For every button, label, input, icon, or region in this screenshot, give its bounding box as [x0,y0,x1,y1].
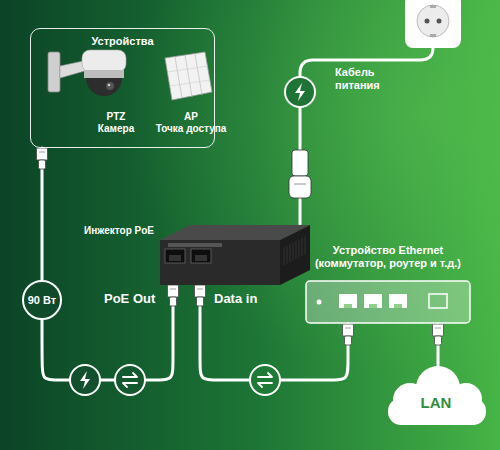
injector-body [160,225,310,285]
rj45-plug [343,324,354,345]
ethernet-device: Устройство Ethernet (коммутатор, роутер … [299,244,477,324]
node-text: Точка доступа [156,123,227,135]
access-point-caption: APТочка доступа [156,111,227,135]
power-plug [289,150,311,198]
ptz-camera [48,50,126,96]
cable-label: Кабель питания [335,66,397,92]
rj45-plug [37,148,48,169]
camera-caption: PTZКамера [98,111,134,135]
power-outlet [405,0,461,48]
ethernet-switch-body [305,280,471,324]
rj45-plug [168,285,179,306]
node-title: Инжектор PoE [84,225,154,236]
access-point-antenna [165,52,212,100]
ethernet-cable [42,148,173,380]
power-symbol [70,365,100,395]
rj45-plug [195,285,206,306]
port-label: Data in [214,292,257,305]
device-group: УстройстваPTZКамераAPТочка доступа [30,28,215,148]
node-title: Устройство Ethernet (коммутатор, роутер … [299,244,477,270]
poe-injector: Инжектор PoE [160,225,310,285]
port-label: PoE Out [104,292,155,305]
power-cable [300,48,433,226]
lan-cloud: LAN [380,364,492,426]
data-symbol [250,365,280,395]
node-title: PTZ [98,111,134,123]
node-title: Устройства [31,35,214,47]
rj45-plug [433,324,444,345]
data-symbol [115,365,145,395]
node-title: AP [156,111,227,123]
node-title: LAN [421,394,452,411]
node-text: Камера [98,123,134,135]
power-rating: 90 Вт [22,280,62,320]
power-symbol [285,77,315,107]
